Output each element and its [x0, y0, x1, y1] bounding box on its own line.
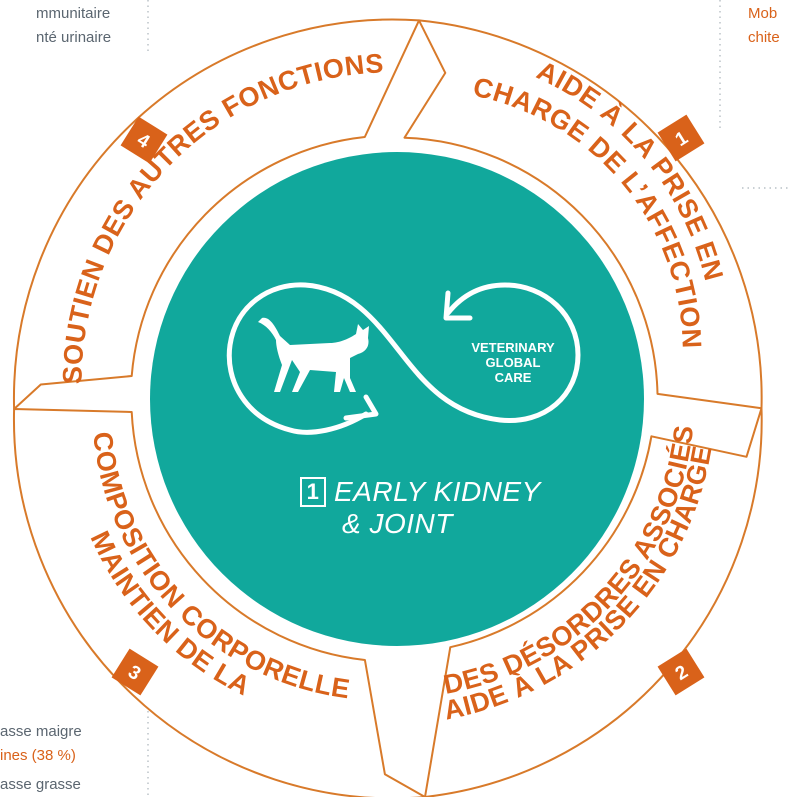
center-title-line-2: & JOINT	[342, 508, 453, 539]
segment-3-number-badge: 3	[111, 648, 159, 696]
arrow-head-right-icon	[343, 394, 379, 421]
segment-4-outline	[12, 18, 420, 410]
badge-line-2: GLOBAL	[485, 355, 541, 370]
side-text-top-right-1: Mob	[748, 5, 778, 22]
arrow-head-left-icon	[443, 290, 473, 321]
side-text-top-left-1: mmunitaire	[36, 5, 111, 22]
side-text-bottom-left-2: ines (38 %)	[0, 747, 76, 764]
center-title-text-1: EARLY KIDNEY	[334, 476, 541, 507]
connector-lines	[147, 0, 790, 797]
badge-line-3: CARE	[494, 370, 532, 385]
side-text-bottom-left-3: asse grasse	[0, 776, 81, 793]
side-text-top-right-2: chite	[748, 29, 780, 46]
segment-2-outline	[424, 407, 763, 797]
side-text-top-left-2: nté urinaire	[36, 29, 112, 46]
side-text-bottom-left-1: asse maigre	[0, 723, 82, 740]
center-title: 1 EARLY KIDNEY & JOINT	[300, 476, 600, 540]
infinity-loop-icon	[226, 282, 581, 435]
veterinary-global-care-badge: VETERINARY GLOBAL CARE	[438, 340, 588, 385]
cat-icon	[258, 317, 369, 392]
segment-1-outline	[403, 19, 763, 410]
segment-3-outline	[12, 408, 426, 797]
center-circle	[150, 152, 644, 646]
segment-2-number-badge: 2	[657, 648, 705, 696]
segment-1-number-badge: 1	[657, 114, 705, 162]
segment-4-number-badge: 4	[120, 116, 168, 164]
badge-line-1: VETERINARY	[471, 340, 555, 355]
center-number-box: 1	[300, 477, 326, 507]
center-title-line-1: 1 EARLY KIDNEY	[300, 476, 600, 508]
